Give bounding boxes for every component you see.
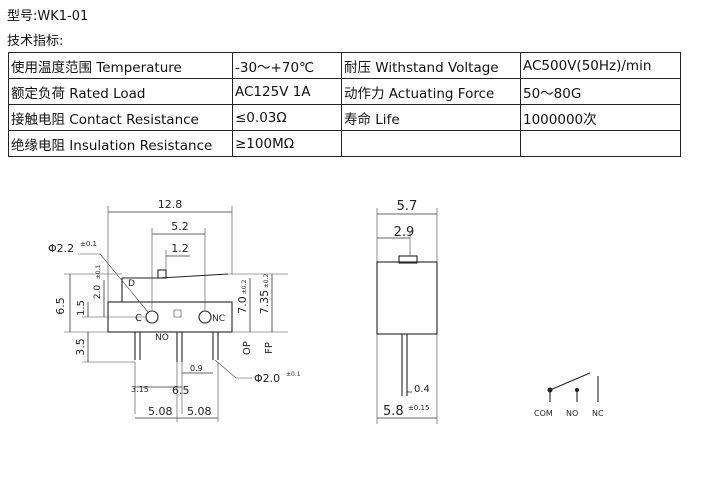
side-view: 5.7 2.9 0.4 5.8 ±0.15 <box>376 199 438 424</box>
table-cell <box>520 130 681 157</box>
actuator-button <box>157 269 167 279</box>
center-marker <box>173 309 182 318</box>
side-actuator <box>398 255 418 264</box>
label-fp: FP <box>264 342 275 354</box>
table-cell: 寿命 Life <box>341 104 521 131</box>
spec-title: 技术指标: <box>7 34 64 49</box>
table-cell: 额定负荷 Rated Load <box>8 78 233 105</box>
dim-7-0-tol: ±0.2 <box>241 280 248 295</box>
dim-2-0: 2.0 <box>93 285 103 300</box>
switch-schematic: COM NO NC <box>534 372 604 418</box>
dim-5-08-b: 5.08 <box>187 405 212 418</box>
pin-dia: Φ2.0 <box>254 372 280 385</box>
dim-0-9: 0.9 <box>190 364 203 373</box>
table-cell: 绝缘电阻 Insulation Resistance <box>8 130 233 157</box>
table-cell: 1000000次 <box>520 104 681 131</box>
table-row: 使用温度范围 Temperature -30～+70℃ 耐压 Withstand… <box>8 52 681 79</box>
table-row: 接触电阻 Contact Resistance ≤0.03Ω 寿命 Life 1… <box>8 104 681 131</box>
dim-5-8-tol: ±0.15 <box>408 404 429 412</box>
hole-tol: ±0.1 <box>80 240 97 248</box>
spec-table: 使用温度范围 Temperature -30～+70℃ 耐压 Withstand… <box>8 52 681 157</box>
table-cell: 50～80G <box>520 78 681 105</box>
side-body <box>376 261 438 335</box>
dim-1-2: 1.2 <box>171 242 189 255</box>
schematic-no: NO <box>566 409 578 418</box>
dim-3-15: 3.15 <box>131 385 149 394</box>
front-view: 12.8 5.2 1.2 Φ2.2 ±0.1 6.5 1.5 2.0 ±0.1 … <box>48 198 301 422</box>
dim-1-5: 1.5 <box>76 300 87 316</box>
dim-7-35: 7.35 <box>258 290 271 315</box>
table-cell: 接触电阻 Contact Resistance <box>8 104 233 131</box>
dim-width: 12.8 <box>158 198 183 211</box>
dim-5-7: 5.7 <box>397 199 418 214</box>
pin-tol: ±0.1 <box>286 371 301 378</box>
table-cell: 耐压 Withstand Voltage <box>341 52 521 79</box>
schematic-com: COM <box>534 409 553 418</box>
dim-2-0-tol: ±0.1 <box>95 265 102 280</box>
table-cell: ≤0.03Ω <box>232 104 342 131</box>
label-no: NO <box>155 333 169 343</box>
table-cell: 动作力 Actuating Force <box>341 78 521 105</box>
hole-dia: Φ2.2 <box>48 242 74 255</box>
dim-5-08-a: 5.08 <box>148 405 173 418</box>
label-nc: NC <box>212 314 225 324</box>
dim-5-8: 5.8 <box>383 404 404 419</box>
label-op: OP <box>242 341 253 355</box>
schematic-nc: NC <box>592 409 604 418</box>
actuator-lever <box>121 273 229 302</box>
dim-3-5: 3.5 <box>74 338 87 356</box>
table-cell: ≥100MΩ <box>232 130 342 157</box>
dim-0-4: 0.4 <box>414 384 430 395</box>
dim-2-9: 2.9 <box>394 225 415 240</box>
dim-6-5-b: 6.5 <box>172 384 190 397</box>
technical-drawing: 12.8 5.2 1.2 Φ2.2 ±0.1 6.5 1.5 2.0 ±0.1 … <box>48 198 604 424</box>
table-row: 绝缘电阻 Insulation Resistance ≥100MΩ <box>8 130 681 157</box>
dim-6-5: 6.5 <box>54 297 67 315</box>
table-cell: AC500V(50Hz)/min <box>520 52 681 79</box>
table-cell: -30～+70℃ <box>232 52 342 79</box>
table-cell <box>341 130 521 157</box>
table-cell: 使用温度范围 Temperature <box>8 52 233 79</box>
label-d: D <box>128 279 135 289</box>
table-cell: AC125V 1A <box>232 78 342 105</box>
dim-7-0: 7.0 <box>236 296 249 314</box>
model-label: 型号:WK1-01 <box>7 9 89 24</box>
label-c: C <box>135 313 142 324</box>
dim-5-2: 5.2 <box>171 220 189 233</box>
dim-7-35-tol: ±0.2 <box>263 274 270 289</box>
mounting-hole <box>198 310 212 324</box>
mounting-hole <box>145 310 159 324</box>
table-row: 额定负荷 Rated Load AC125V 1A 动作力 Actuating … <box>8 78 681 105</box>
